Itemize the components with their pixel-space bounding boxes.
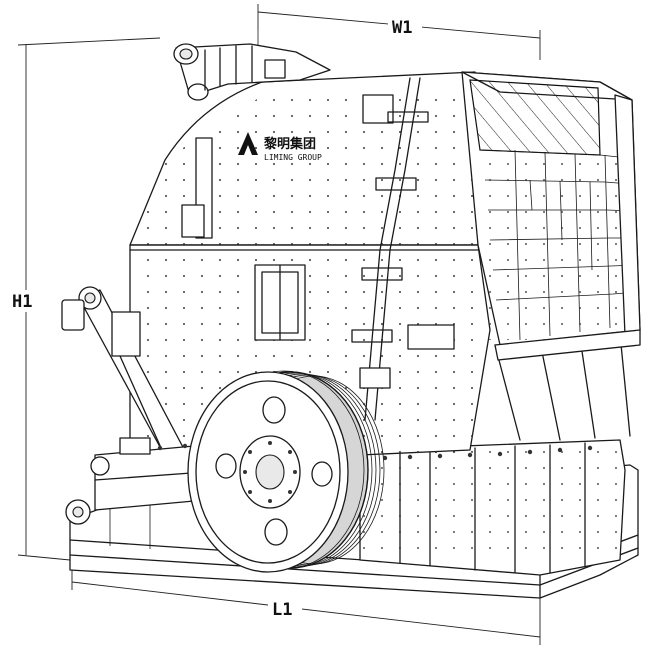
flywheel-pulley: [187, 370, 385, 573]
logo-english-text: LIMING GROUP: [264, 153, 322, 162]
bearing-bracket: [65, 437, 206, 525]
liming-logo: 黎明集团 LIMING GROUP: [238, 132, 322, 162]
feed-hopper: [461, 71, 641, 441]
height-dimension-label: H1: [12, 292, 32, 312]
adjustment-arm: [61, 286, 196, 481]
top-drive-assembly: [173, 43, 331, 101]
base-bolts: [157, 443, 593, 461]
dimension-labels: W1 H1 L1: [10, 16, 422, 620]
width-dimension-label: W1: [392, 18, 412, 38]
housing: [129, 71, 491, 471]
length-dimension-label: L1: [272, 600, 292, 620]
logo-chinese-text: 黎明集团: [264, 136, 316, 152]
